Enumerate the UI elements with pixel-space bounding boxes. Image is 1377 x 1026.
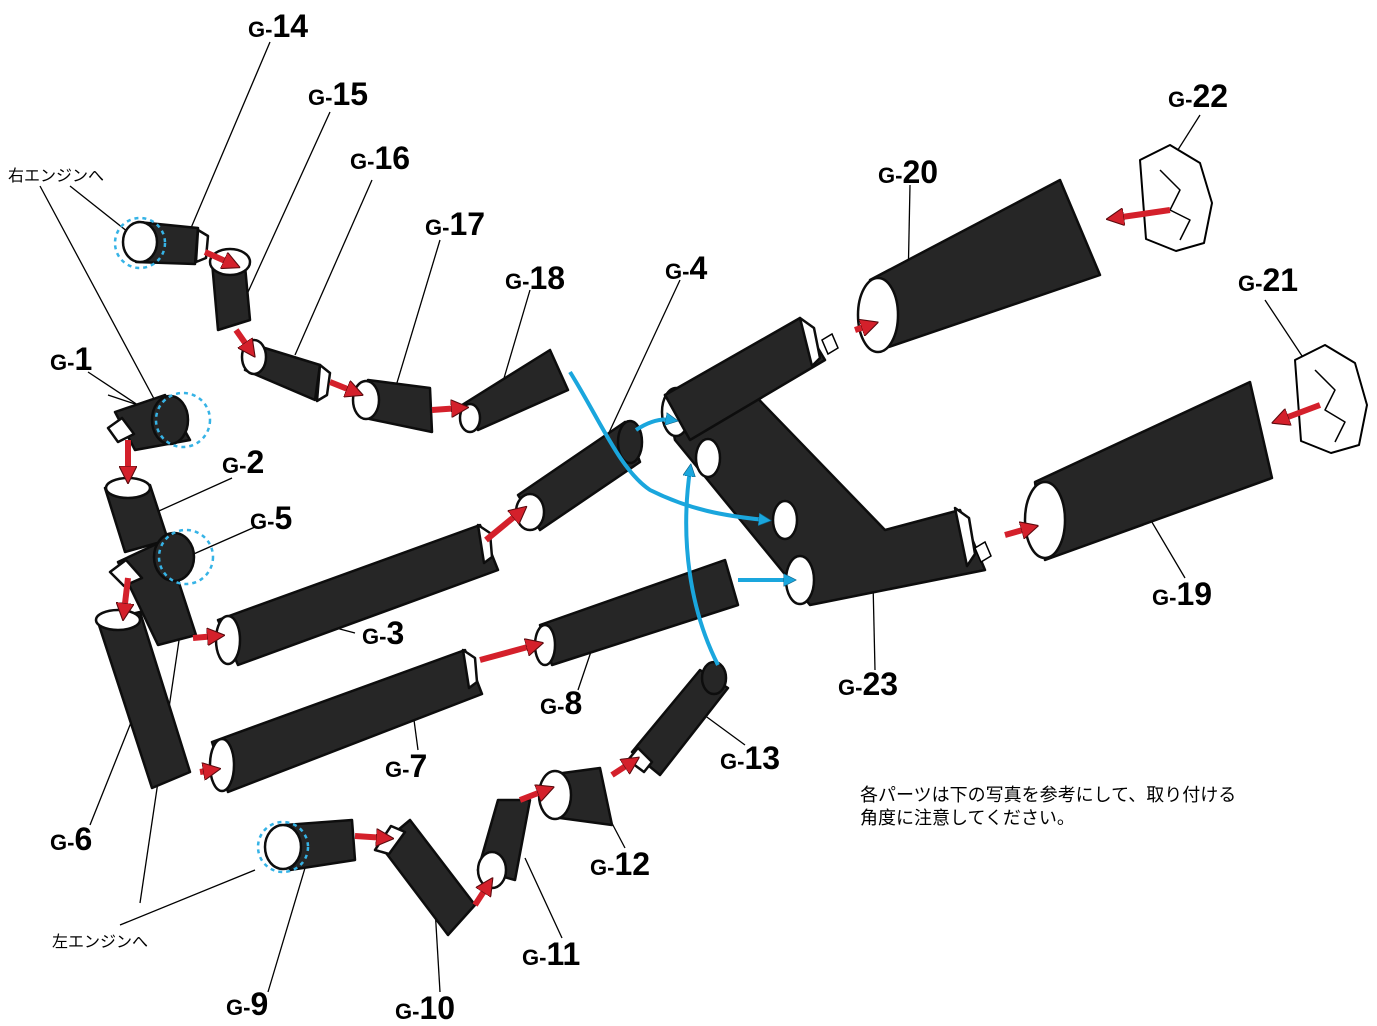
right-engine-mark-g1 xyxy=(154,391,212,449)
part-g19-cone xyxy=(1023,380,1274,562)
part-g9-tube xyxy=(263,818,357,872)
part-g22-tip xyxy=(1139,144,1213,252)
label-g5: G-5 xyxy=(250,500,293,536)
label-g14: G-14 xyxy=(248,8,309,44)
left-engine-mark-g5 xyxy=(157,528,215,586)
part-g10-tube xyxy=(373,818,477,937)
left-engine-mark-g9 xyxy=(256,820,310,874)
part-g21-tip xyxy=(1294,344,1368,454)
part-g17-tube xyxy=(351,378,434,434)
label-g18: G-18 xyxy=(505,260,566,296)
instruction-line-1: 各パーツは下の写真を参考にして、取り付ける xyxy=(860,785,1237,806)
label-g15: G-15 xyxy=(308,76,369,112)
label-g10: G-10 xyxy=(395,990,456,1026)
part-g5-tube xyxy=(108,531,198,647)
assembly-instruction: 各パーツは下の写真を参考にして、取り付ける 角度に注意してください。 xyxy=(860,785,1236,830)
part-g1-tube xyxy=(106,393,192,452)
label-g9: G-9 xyxy=(226,986,269,1022)
instruction-line-2: 角度に注意してください。 xyxy=(860,807,1075,829)
label-g8: G-8 xyxy=(540,685,583,721)
fin-details xyxy=(821,332,992,564)
label-g20: G-20 xyxy=(878,154,939,190)
label-g6: G-6 xyxy=(50,821,93,857)
left-engine-note: 左エンジンへ xyxy=(52,932,149,951)
part-g2-tube xyxy=(103,476,170,554)
part-g7-tube xyxy=(208,648,484,794)
part-g20-cone xyxy=(856,178,1102,354)
right-engine-note: 右エンジンへ xyxy=(8,166,105,185)
part-g12-tube xyxy=(537,766,614,827)
red-connection-arrows xyxy=(124,207,1322,907)
label-g11: G-11 xyxy=(522,936,581,972)
label-g22: G-22 xyxy=(1168,78,1229,114)
right-engine-mark-g14 xyxy=(113,216,167,270)
part-g3-tube xyxy=(214,523,500,667)
label-g16: G-16 xyxy=(350,140,411,176)
label-g13: G-13 xyxy=(720,740,781,776)
part-g8-tube xyxy=(533,558,740,667)
part-g11-tube xyxy=(476,798,532,890)
engine-connection-marks xyxy=(113,216,310,874)
label-g19: G-19 xyxy=(1152,576,1213,612)
part-g4-tube xyxy=(514,419,644,532)
label-g1: G-1 xyxy=(50,341,93,377)
label-g21: G-21 xyxy=(1238,262,1299,298)
tube-segments xyxy=(94,144,1368,937)
part-g14-tube xyxy=(121,220,210,266)
blue-routing-arrows xyxy=(568,370,790,666)
part-g13-tube xyxy=(626,660,730,777)
part-g23-collector xyxy=(660,316,987,607)
label-g23: G-23 xyxy=(838,666,899,702)
label-g2: G-2 xyxy=(222,444,265,480)
label-g3: G-3 xyxy=(362,615,405,651)
label-g7: G-7 xyxy=(385,748,428,784)
label-g17: G-17 xyxy=(425,206,486,242)
label-g4: G-4 xyxy=(665,250,708,286)
part-g16-tube xyxy=(240,338,332,403)
part-g18-tube xyxy=(458,348,570,434)
label-g12: G-12 xyxy=(590,846,651,882)
